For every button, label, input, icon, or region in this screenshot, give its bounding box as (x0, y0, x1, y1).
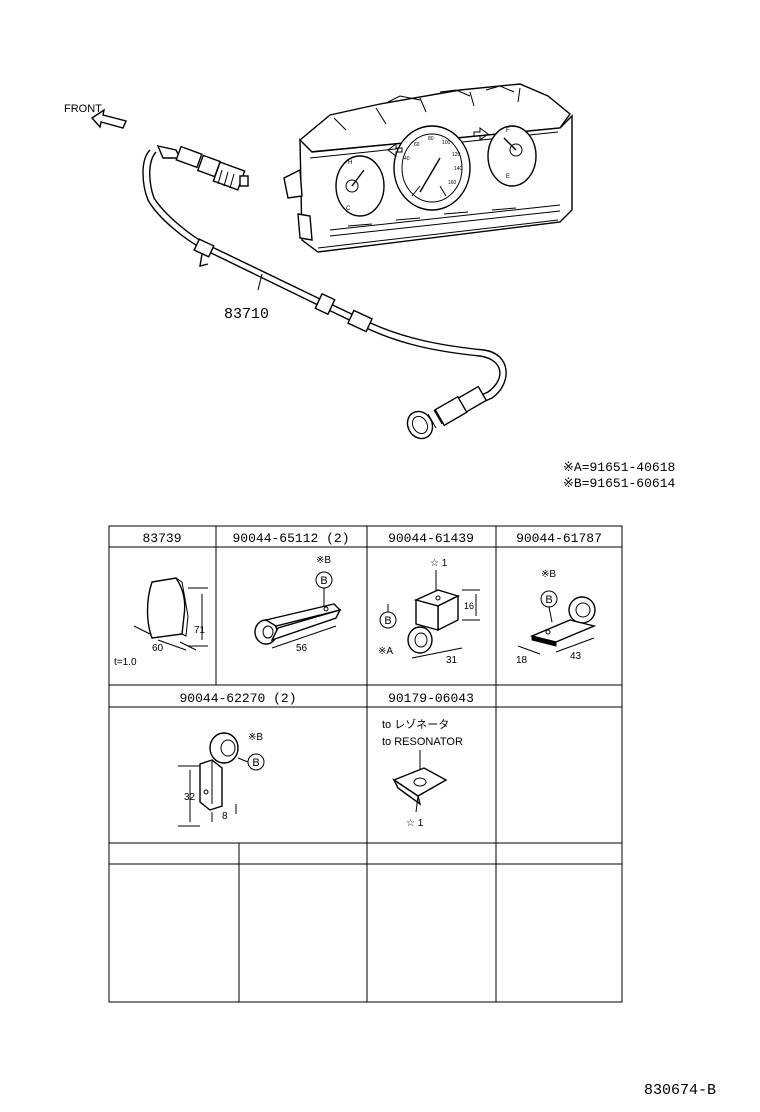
svg-text:H: H (348, 160, 352, 166)
front-indicator: FRONT (64, 103, 127, 129)
combination-meter-drawing: H C 40 60 80 100 120 140 160 F E (283, 83, 573, 253)
dim-61439-h: 16 (464, 601, 474, 611)
cell-83739-pad: 60 71 t=1.0 (114, 577, 208, 668)
svg-text:60: 60 (414, 142, 420, 148)
cell-90044-61787-clamp: ※B B 18 43 (516, 569, 597, 666)
thickness-83739: t=1.0 (114, 657, 137, 668)
star-61439: ☆ 1 (430, 558, 448, 569)
svg-text:F: F (506, 128, 510, 134)
cable-grommet (193, 238, 373, 333)
dim-61787-a: 18 (516, 655, 528, 666)
dim-83739-height: 71 (194, 625, 206, 636)
cell-90044-65112-clamp: ※B B 56 (254, 555, 342, 654)
front-label: FRONT (64, 103, 102, 115)
svg-text:140: 140 (454, 166, 463, 172)
resonator-jp: to レゾネータ (382, 718, 449, 731)
circle-label-62270: B (252, 757, 259, 769)
dim-62270-h: 32 (184, 792, 196, 803)
header-90044-62270: 90044-62270 (2) (179, 691, 296, 706)
svg-text:100: 100 (442, 140, 451, 146)
header-83739: 83739 (142, 531, 181, 546)
star-06043: ☆ 1 (406, 818, 424, 829)
ref-62270: ※B (248, 732, 263, 743)
cell-90179-06043-nut: to レゾネータ to RESONATOR ☆ 1 (382, 718, 463, 829)
speedometer-cable-drawing: 83710 (142, 145, 507, 440)
ref-61787: ※B (541, 569, 556, 580)
dim-65112: 56 (296, 643, 308, 654)
dim-83739-width: 60 (152, 643, 164, 654)
circle-label-65112: B (320, 575, 327, 587)
cable-transmission-end (406, 385, 488, 440)
svg-text:120: 120 (452, 152, 461, 158)
svg-text:E: E (506, 174, 510, 180)
note-a: ※A=91651-40618 (563, 460, 675, 475)
circle-label-61787: B (545, 594, 552, 606)
dim-61787-b: 43 (570, 651, 582, 662)
svg-text:160: 160 (448, 180, 457, 186)
svg-text:80: 80 (428, 136, 434, 142)
cell-90044-61439-bracket: ☆ 1 B ※A 16 31 (378, 558, 480, 666)
header-90044-65112: 90044-65112 (2) (232, 531, 349, 546)
svg-text:40: 40 (404, 156, 410, 162)
header-90044-61439: 90044-61439 (388, 531, 474, 546)
header-90044-61787: 90044-61787 (516, 531, 602, 546)
cell-90044-62270-clamp: ※B B 32 8 (178, 732, 265, 827)
cable-meter-end (156, 145, 249, 191)
dim-62270-w: 8 (222, 811, 228, 822)
circle-label-61439: B (384, 615, 391, 627)
note-b: ※B=91651-60614 (563, 476, 676, 491)
cable-part-number: 83710 (224, 306, 269, 323)
resonator-en: to RESONATOR (382, 736, 463, 748)
dim-61439-w: 31 (446, 655, 458, 666)
parts-table: 83739 90044-65112 (2) 90044-61439 90044-… (108, 525, 623, 1003)
ref-65112: ※B (316, 555, 331, 566)
svg-text:C: C (346, 206, 351, 212)
ref-61439: ※A (378, 646, 393, 657)
front-arrow-icon (90, 108, 127, 129)
header-90179-06043: 90179-06043 (388, 691, 474, 706)
drawing-number: 830674-B (644, 1082, 716, 1099)
